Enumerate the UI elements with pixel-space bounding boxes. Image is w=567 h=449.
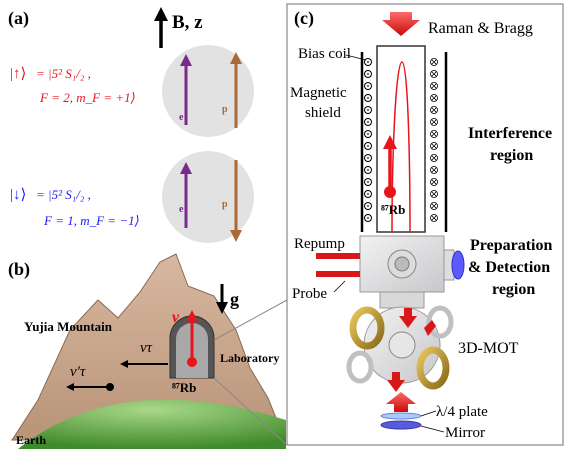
down-state-line1: = |5² S₁/₂ , — [36, 187, 91, 202]
down-electron-label: e — [179, 204, 184, 215]
earth-label: Earth — [16, 433, 46, 447]
field-label: B, z — [172, 12, 203, 33]
bias-coil-label: Bias coil — [298, 46, 351, 62]
probe-leader — [333, 280, 346, 293]
bias-coil-left — [364, 58, 372, 222]
prep-label-1: Preparation — [470, 237, 552, 254]
mirror-leader — [420, 425, 445, 433]
atom-label-c: ⁸⁷Rb — [381, 202, 405, 217]
panel-c-label: (c) — [294, 8, 314, 29]
mot-neck — [379, 291, 425, 309]
plate-label: λ/4 plate — [436, 404, 488, 420]
panel-b: (b) Yujia Mountain Earth g Laboratory v … — [8, 253, 288, 449]
v-tau-prime-label: v′τ — [70, 364, 86, 380]
zoom-line-top — [213, 299, 288, 341]
bias-coil-leader — [345, 54, 367, 61]
v-tau-label: vτ — [140, 340, 153, 356]
up-state-line2: F = 2, m_F = +1⟩ — [39, 90, 136, 105]
mot-beam-2 — [399, 308, 417, 328]
shield-label-2: shield — [305, 105, 341, 121]
laboratory-label: Laboratory — [220, 351, 279, 365]
mot-port-1 — [346, 350, 374, 384]
up-proton-label: p — [222, 104, 228, 115]
earth-point-dot — [106, 383, 114, 391]
probe-beam — [316, 271, 360, 277]
mot-coil-2 — [416, 346, 450, 390]
mountain-shape — [11, 253, 286, 441]
earth-shape — [18, 399, 286, 449]
gravity-label: g — [230, 289, 239, 309]
mot-label: 3D-MOT — [458, 340, 519, 357]
mot-coil-1 — [349, 306, 385, 350]
bias-coil-right — [430, 58, 438, 222]
down-state-ket: |↓⟩ — [10, 187, 26, 203]
repump-beam — [316, 253, 360, 259]
retro-beam-arrow — [386, 392, 416, 412]
mot-center-window — [388, 331, 416, 359]
mirror-shape — [380, 420, 422, 430]
up-electron-label: e — [179, 112, 184, 123]
photodetector — [451, 250, 465, 280]
mot-beam-1 — [387, 372, 405, 392]
velocity-label: v — [172, 309, 180, 326]
plate-leader — [420, 410, 437, 417]
shield-label-1: Magnetic — [290, 85, 347, 101]
panel-a: (a) B, z |↑⟩ = |5² S₁/₂ , F = 2, m_F = +… — [8, 6, 254, 243]
down-proton-label: p — [222, 199, 228, 210]
down-state-sphere — [162, 151, 254, 243]
up-state-ket: |↑⟩ — [10, 66, 26, 82]
panel-a-label: (a) — [8, 8, 29, 29]
prep-label-2: & Detection — [468, 259, 550, 276]
detection-window-inner — [394, 256, 410, 272]
atom-dot-c — [384, 186, 396, 198]
raman-beam-arrow — [382, 12, 420, 36]
mot-beam-3 — [424, 320, 436, 336]
interference-label-2: region — [490, 147, 533, 164]
zoom-line-bottom — [213, 377, 288, 446]
atom-dot-b — [187, 357, 197, 367]
up-state-sphere — [162, 45, 254, 137]
panel-c: (c) Raman & Bragg Magnetic shield — [286, 3, 564, 446]
atom-label-b: ⁸⁷Rb — [172, 380, 196, 395]
panel-b-label: (b) — [8, 259, 30, 280]
up-state-line1: = |5² S₁/₂ , — [36, 66, 91, 81]
raman-label: Raman & Bragg — [428, 20, 533, 37]
down-state-line2: F = 1, m_F = −1⟩ — [43, 213, 140, 228]
prep-label-3: region — [492, 281, 535, 298]
quarter-wave-plate — [380, 412, 422, 420]
mirror-label: Mirror — [445, 425, 485, 441]
mot-port-2 — [426, 305, 454, 339]
interference-label-1: Interference — [468, 125, 552, 142]
mountain-label: Yujia Mountain — [24, 319, 113, 334]
repump-label: Repump — [294, 236, 345, 252]
probe-label: Probe — [292, 286, 327, 302]
atom-trajectory — [391, 61, 411, 233]
